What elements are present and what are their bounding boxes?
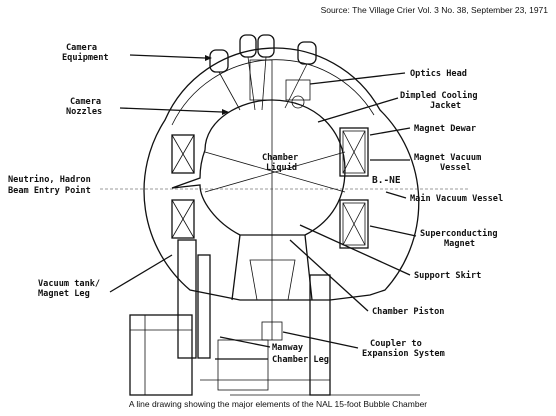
label-camera-nozzles: Camera Nozzles xyxy=(66,97,229,117)
svg-text:Vessel: Vessel xyxy=(440,163,471,173)
svg-text:Camera: Camera xyxy=(66,43,97,53)
label-camera-equipment: Camera Equipment xyxy=(62,43,212,63)
svg-text:Support Skirt: Support Skirt xyxy=(414,270,481,281)
camera-equipment xyxy=(209,34,317,111)
svg-text:Chamber: Chamber xyxy=(262,153,298,163)
label-neutrino-entry: Neutrino, Hadron Beam Entry Point xyxy=(8,174,91,196)
label-support-skirt: Support Skirt xyxy=(299,224,481,281)
label-coupler: Coupler to Expansion System xyxy=(282,331,445,359)
label-optics-head: Optics Head xyxy=(309,68,467,85)
svg-text:Camera: Camera xyxy=(70,97,101,107)
label-chamber-leg: Chamber Leg xyxy=(215,355,329,365)
main-vacuum-vessel-outline xyxy=(143,47,420,301)
vacuum-tank-leg xyxy=(177,239,197,359)
label-magnet-vacuum-vessel: Magnet Vacuum Vessel xyxy=(370,153,481,173)
svg-text:Magnet: Magnet xyxy=(444,239,475,249)
svg-text:Main Vacuum Vessel: Main Vacuum Vessel xyxy=(410,193,503,204)
source-note: Source: The Village Crier Vol. 3 No. 38,… xyxy=(320,5,548,15)
figure-caption: A line drawing showing the major element… xyxy=(128,399,428,409)
label-superconducting-magnet: Superconducting Magnet xyxy=(369,225,498,249)
svg-text:Coupler to: Coupler to xyxy=(370,339,422,349)
label-dimpled-cooling: Dimpled Cooling Jacket xyxy=(317,90,478,123)
svg-text:Optics Head: Optics Head xyxy=(410,68,467,79)
svg-text:Magnet Vacuum: Magnet Vacuum xyxy=(414,153,481,163)
svg-text:Vacuum tank/: Vacuum tank/ xyxy=(38,279,100,289)
chamber-sphere xyxy=(171,99,346,236)
svg-text:Beam Entry Point: Beam Entry Point xyxy=(8,185,91,196)
svg-text:Jacket: Jacket xyxy=(430,101,461,111)
label-main-vacuum-vessel: Main Vacuum Vessel xyxy=(385,191,503,204)
label-vacuum-tank: Vacuum tank/ Magnet Leg xyxy=(38,254,173,299)
svg-text:Liquid: Liquid xyxy=(266,162,297,173)
label-chamber-piston: Chamber Piston xyxy=(289,239,444,317)
svg-text:Superconducting: Superconducting xyxy=(420,228,498,239)
label-magnet-dewar: Magnet Dewar xyxy=(369,124,476,136)
svg-text:Nozzles: Nozzles xyxy=(66,107,102,117)
svg-text:Magnet Dewar: Magnet Dewar xyxy=(414,124,476,134)
svg-text:Chamber Leg: Chamber Leg xyxy=(272,355,329,365)
label-chamber-liquid: Chamber Liquid xyxy=(262,153,298,173)
svg-text:Dimpled Cooling: Dimpled Cooling xyxy=(400,90,478,101)
label-manway: Manway xyxy=(219,336,303,353)
svg-text:Expansion System: Expansion System xyxy=(362,348,445,359)
svg-text:Equipment: Equipment xyxy=(62,52,109,63)
drawing-mark: B.-NE xyxy=(372,175,401,186)
svg-text:Neutrino, Hadron: Neutrino, Hadron xyxy=(8,174,91,185)
superconducting-magnet xyxy=(339,199,369,249)
svg-text:Magnet Leg: Magnet Leg xyxy=(38,289,90,299)
magnet-dewar-left xyxy=(171,134,195,174)
chamber-leg xyxy=(309,274,331,396)
coupler xyxy=(261,321,283,341)
svg-text:Chamber Piston: Chamber Piston xyxy=(372,306,444,317)
svg-text:Manway: Manway xyxy=(272,343,303,353)
support-skirt xyxy=(231,234,313,301)
magnet-dewar-right xyxy=(339,127,369,177)
